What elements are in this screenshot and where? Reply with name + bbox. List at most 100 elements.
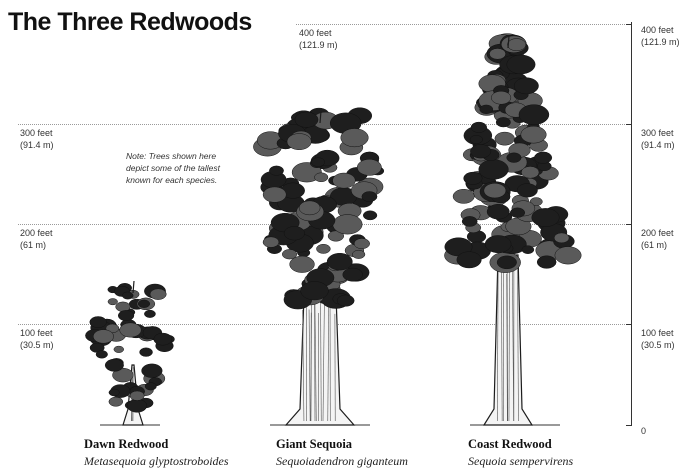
dawn-redwood-foliage-cluster [144, 309, 156, 318]
coast-redwood-foliage-cluster [489, 48, 506, 60]
coast-redwood-foliage-cluster [461, 216, 478, 227]
coast-redwood-foliage-cluster [521, 245, 535, 254]
giant-sequoia-foliage-cluster [311, 157, 325, 167]
giant-sequoia-bark-line [308, 309, 311, 422]
giant-sequoia-bark-line [314, 297, 317, 422]
axis-tick-200 [626, 224, 632, 225]
coast-redwood-bark-line [497, 255, 499, 422]
giant-sequoia-bark-line [327, 295, 330, 422]
dawn-redwood-foliage-cluster [144, 382, 157, 391]
coast-redwood-foliage-cluster [484, 235, 512, 254]
giant-sequoia-foliage-cluster [326, 253, 353, 271]
coast-redwood-foliage-cluster [456, 251, 482, 269]
coast-redwood-foliage-cluster [452, 189, 475, 204]
dawn-redwood-foliage-cluster [141, 363, 163, 378]
coast-redwood-scientific-name: Sequoia sempervirens [468, 454, 574, 468]
giant-sequoia-foliage-cluster [332, 172, 356, 189]
axis-tick-300 [626, 124, 632, 125]
dawn-redwood-foliage-cluster [127, 399, 148, 413]
dawn-redwood-foliage-cluster [137, 299, 151, 308]
left-label-100ft: 100 feet(30.5 m) [20, 328, 54, 350]
giant-sequoia-foliage-cluster [283, 226, 305, 241]
giant-sequoia-foliage-cluster [356, 159, 382, 176]
coast-redwood-foliage-cluster [536, 255, 557, 269]
giant-sequoia-leader [319, 110, 322, 124]
dawn-redwood-foliage-cluster [107, 298, 118, 306]
coast-redwood-foliage-cluster [529, 197, 543, 207]
dawn-redwood-foliage-cluster [89, 316, 107, 328]
dawn-redwood-foliage-cluster [108, 388, 120, 397]
giant-sequoia-foliage-cluster [298, 200, 321, 216]
giant-sequoia-foliage-cluster [282, 249, 298, 260]
coast-redwood-foliage-cluster [463, 171, 483, 185]
note-text: Note: Trees shown here depict some of th… [126, 151, 221, 185]
coast-redwood-foliage-cluster [507, 38, 527, 52]
dawn-redwood-foliage-cluster [139, 347, 153, 357]
right-label-400ft: 400 feet(121.9 m) [641, 25, 680, 47]
giant-sequoia-foliage-cluster [327, 230, 345, 242]
coast-redwood-leader [507, 35, 510, 49]
giant-sequoia-bark-line [320, 301, 322, 422]
giant-sequoia-trunk [284, 294, 356, 426]
page-title: The Three Redwoods [8, 8, 252, 36]
giant-sequoia-foliage-cluster [262, 186, 287, 203]
left-label-200ft: 200 feet(61 m) [20, 228, 53, 250]
coast-redwood-foliage-cluster [478, 159, 509, 180]
dawn-redwood-foliage-cluster [117, 310, 135, 322]
axis-tick-100 [626, 324, 632, 325]
coast-redwood-foliage-cluster [479, 104, 494, 114]
left-label-400ft: 400 feet(121.9 m) [299, 28, 338, 50]
dawn-redwood-foliage-cluster [149, 288, 167, 300]
dawn-redwood-foliage-cluster [115, 301, 131, 312]
dawn-redwood-foliage-cluster [95, 350, 108, 359]
dawn-redwood-foliage-cluster [122, 291, 134, 300]
right-label-100ft: 100 feet(30.5 m) [641, 328, 675, 350]
giant-sequoia-foliage-cluster [294, 111, 319, 128]
coast-redwood-tree [444, 33, 582, 426]
right-label-300ft: 300 feet(91.4 m) [641, 128, 675, 150]
axis-tick-400 [626, 24, 632, 25]
giant-sequoia-foliage-cluster [314, 172, 329, 183]
coast-redwood-foliage-cluster [516, 183, 538, 198]
axis-tick-0 [626, 425, 632, 426]
coast-redwood-foliage-cluster [518, 104, 550, 125]
giant-sequoia-scientific-name: Sequoiadendron giganteum [276, 454, 408, 468]
giant-sequoia-foliage-cluster [262, 236, 280, 248]
dawn-redwood-tree [85, 280, 175, 426]
coast-redwood-foliage-cluster [553, 232, 570, 244]
giant-sequoia-foliage-cluster [336, 294, 355, 307]
dawn-redwood-foliage-cluster [129, 390, 145, 401]
coast-redwood-foliage-cluster [469, 135, 483, 144]
giant-sequoia-bark-line [314, 298, 316, 422]
coast-redwood-bark-line [506, 274, 508, 422]
coast-redwood-foliage-cluster [470, 144, 492, 159]
giant-sequoia-name: Giant Sequoia [276, 437, 353, 451]
coast-redwood-foliage-cluster [520, 125, 547, 144]
coast-redwood-bark-line [501, 262, 503, 422]
coast-redwood-foliage-cluster [554, 246, 582, 265]
giant-sequoia-tree [253, 107, 385, 426]
coast-redwood-foliage-cluster [506, 152, 522, 163]
left-label-300ft: 300 feet(91.4 m) [20, 128, 54, 150]
dawn-redwood-foliage-cluster [113, 345, 124, 353]
giant-sequoia-foliage-cluster [289, 255, 315, 273]
coast-redwood-foliage-cluster [521, 166, 540, 179]
coast-redwood-foliage-cluster [486, 204, 510, 220]
coast-redwood-foliage-cluster [506, 54, 536, 75]
giant-sequoia-foliage-cluster [361, 191, 378, 202]
coast-redwood-bark-line [506, 255, 509, 422]
dawn-redwood-foliage-cluster [112, 367, 134, 383]
coast-redwood-foliage-cluster [470, 121, 487, 133]
dawn-redwood-scientific-name: Metasequoia glyptostroboides [84, 454, 229, 468]
dawn-redwood-foliage-cluster [153, 332, 173, 346]
giant-sequoia-foliage-cluster [269, 165, 284, 176]
coast-redwood-trunk [482, 254, 534, 426]
giant-sequoia-bark-line [302, 309, 305, 422]
giant-sequoia-foliage-cluster [300, 281, 329, 301]
coast-redwood-foliage-cluster [494, 131, 515, 146]
right-label-200ft: 200 feet(61 m) [641, 228, 674, 250]
giant-sequoia-foliage-cluster [352, 249, 366, 259]
coast-redwood-foliage-cluster [491, 90, 512, 105]
giant-sequoia-foliage-cluster [332, 214, 363, 235]
